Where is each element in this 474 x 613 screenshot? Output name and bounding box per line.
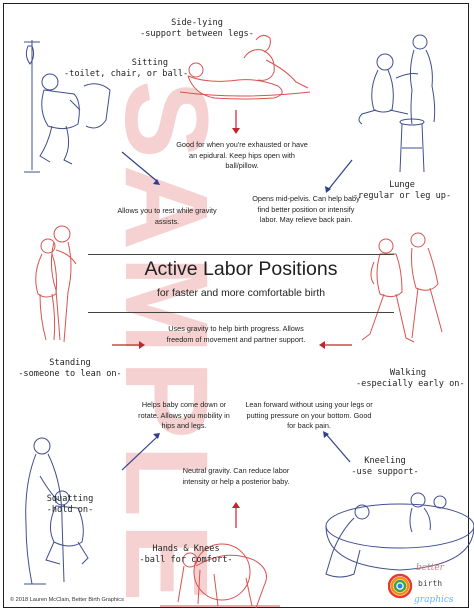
- sitting-label: Sitting -toilet, chair, or ball-: [64, 58, 189, 79]
- logo-rainbow-icon: better birth graphics: [387, 563, 454, 605]
- logo-line-1: better: [416, 563, 445, 573]
- squatting-description: Helps baby come down or rotate. Allows y…: [138, 400, 230, 431]
- hands-knees-description: Neutral gravity. Can reduce labor intens…: [182, 466, 290, 486]
- standing-illustration: [35, 225, 77, 343]
- squatting-detail: -hold on-: [46, 504, 94, 515]
- hands-knees-name: Hands & Knees: [152, 544, 220, 554]
- page-subtitle: for faster and more comfortable birth: [156, 288, 326, 299]
- standing-detail: -someone to lean on-: [18, 368, 122, 379]
- squatting-label: Squatting -hold on-: [30, 494, 110, 515]
- kneeling-illustration: [325, 492, 474, 578]
- direction-arrows: [112, 110, 353, 528]
- lunge-detail: -regular or leg up-: [352, 190, 452, 201]
- standing-label: Standing -someone to lean on-: [18, 358, 122, 379]
- hands-knees-label: Hands & Knees -ball for comfort-: [132, 544, 240, 565]
- better-birth-graphics-logo: better birth graphics: [387, 556, 462, 608]
- side-lying-detail: -support between legs-: [140, 28, 254, 39]
- kneeling-description: Lean forward without using your legs or …: [245, 400, 373, 431]
- kneeling-detail: -use support-: [351, 466, 419, 477]
- kneeling-label: Kneeling -use support-: [340, 456, 430, 477]
- page-title: Active Labor Positions: [144, 258, 338, 280]
- page-border: [3, 3, 469, 608]
- hands-knees-detail: -ball for comfort-: [139, 554, 233, 565]
- logo-line-3: graphics: [414, 595, 454, 605]
- standing-name: Standing: [49, 358, 91, 368]
- lunge-description: Opens mid-pelvis. Can help baby find bet…: [252, 194, 360, 225]
- logo-line-2: birth: [418, 579, 442, 588]
- walking-detail: -especially early on-: [356, 378, 465, 389]
- kneeling-name: Kneeling: [364, 456, 406, 466]
- hands-knees-illustration: [160, 543, 280, 609]
- lunge-name: Lunge: [389, 180, 415, 190]
- walking-label: Walking -especially early on-: [356, 368, 465, 389]
- walking-illustration: [361, 232, 443, 343]
- subtitle-rule: [88, 312, 394, 313]
- sitting-detail: -toilet, chair, or ball-: [64, 68, 189, 79]
- lunge-illustration: [358, 34, 436, 173]
- standing-description: Uses gravity to help birth progress. All…: [166, 324, 306, 344]
- sitting-description: Allows you to rest while gravity assists…: [117, 206, 217, 226]
- walking-name: Walking: [389, 368, 427, 378]
- copyright-notice: © 2018 Lauren McClain, Better Birth Grap…: [10, 597, 124, 603]
- sitting-illustration: [24, 40, 111, 173]
- side-lying-label: Side-lying -support between legs-: [140, 18, 254, 39]
- side-lying-illustration: [179, 34, 311, 100]
- sitting-name: Sitting: [131, 58, 168, 68]
- side-lying-name: Side-lying: [171, 18, 223, 28]
- title-rule: [88, 254, 394, 255]
- squatting-name: Squatting: [46, 494, 94, 504]
- side-lying-description: Good for when you're exhausted or have a…: [176, 140, 308, 171]
- squatting-illustration: [24, 437, 89, 585]
- lunge-label: Lunge -regular or leg up-: [352, 180, 452, 201]
